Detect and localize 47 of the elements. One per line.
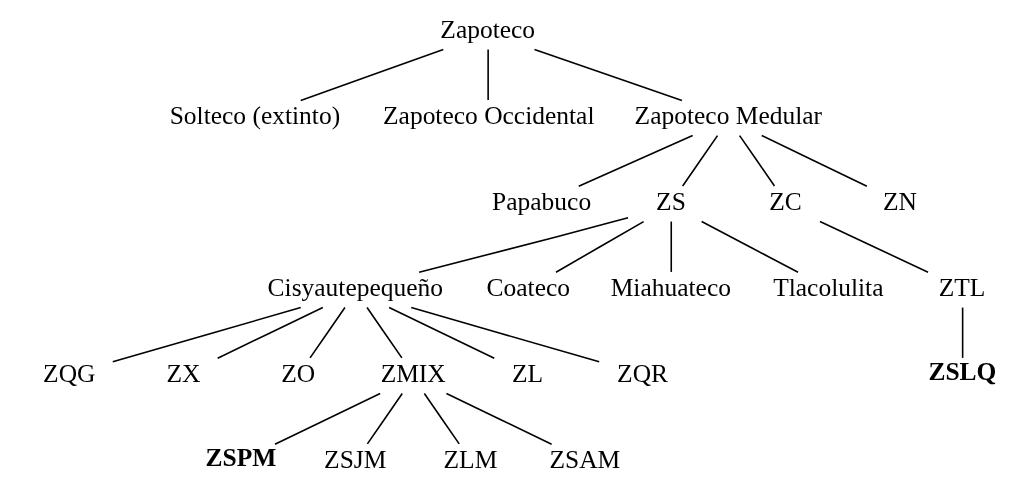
node-text: ZSAM — [549, 445, 621, 475]
connector — [366, 306, 403, 359]
connector — [410, 306, 600, 363]
node-text: Papabuco — [492, 187, 592, 217]
node-text: ZO — [281, 359, 316, 389]
connector — [445, 392, 553, 445]
connector — [366, 392, 404, 445]
connector — [670, 220, 673, 273]
node-text: ZSLQ — [928, 357, 997, 387]
node-text: Zapoteco Occidental — [383, 101, 595, 131]
node-text: ZX — [166, 359, 201, 389]
connector — [487, 48, 489, 101]
node-text: Miahuateco — [610, 273, 731, 303]
node-text: Cisyautepequeño — [267, 273, 444, 303]
node-text: Tlacolulita — [773, 273, 884, 303]
connector — [216, 306, 324, 359]
node-text: Coateco — [486, 273, 570, 303]
connector — [274, 392, 381, 445]
connector — [309, 306, 346, 359]
node-text: Zapoteco Medular — [634, 101, 823, 131]
node-text: ZSJM — [324, 445, 387, 475]
connector — [700, 220, 799, 273]
connector — [418, 216, 629, 274]
node-text: ZL — [512, 359, 544, 389]
connector — [111, 306, 302, 363]
node-text: ZQR — [617, 359, 669, 389]
connector — [819, 220, 929, 273]
node-text: Zapoteco — [440, 15, 536, 45]
connector — [760, 134, 868, 187]
connector — [577, 134, 694, 187]
node-text: ZQG — [43, 359, 96, 389]
node-text: ZSPM — [205, 443, 277, 473]
node-text: ZC — [769, 187, 802, 217]
node-text: ZS — [656, 187, 686, 217]
connector — [961, 306, 964, 359]
node-text: Solteco (extinto) — [169, 101, 341, 131]
node-text: ZN — [883, 187, 917, 217]
node-text: ZLM — [443, 445, 498, 475]
connector — [299, 48, 445, 102]
connector — [681, 134, 719, 187]
connector — [738, 134, 776, 187]
connector — [388, 306, 496, 359]
connector — [555, 220, 645, 273]
connector — [423, 392, 460, 445]
node-text: ZTL — [938, 273, 986, 303]
node-text: ZMIX — [380, 359, 446, 389]
connector — [533, 48, 683, 102]
